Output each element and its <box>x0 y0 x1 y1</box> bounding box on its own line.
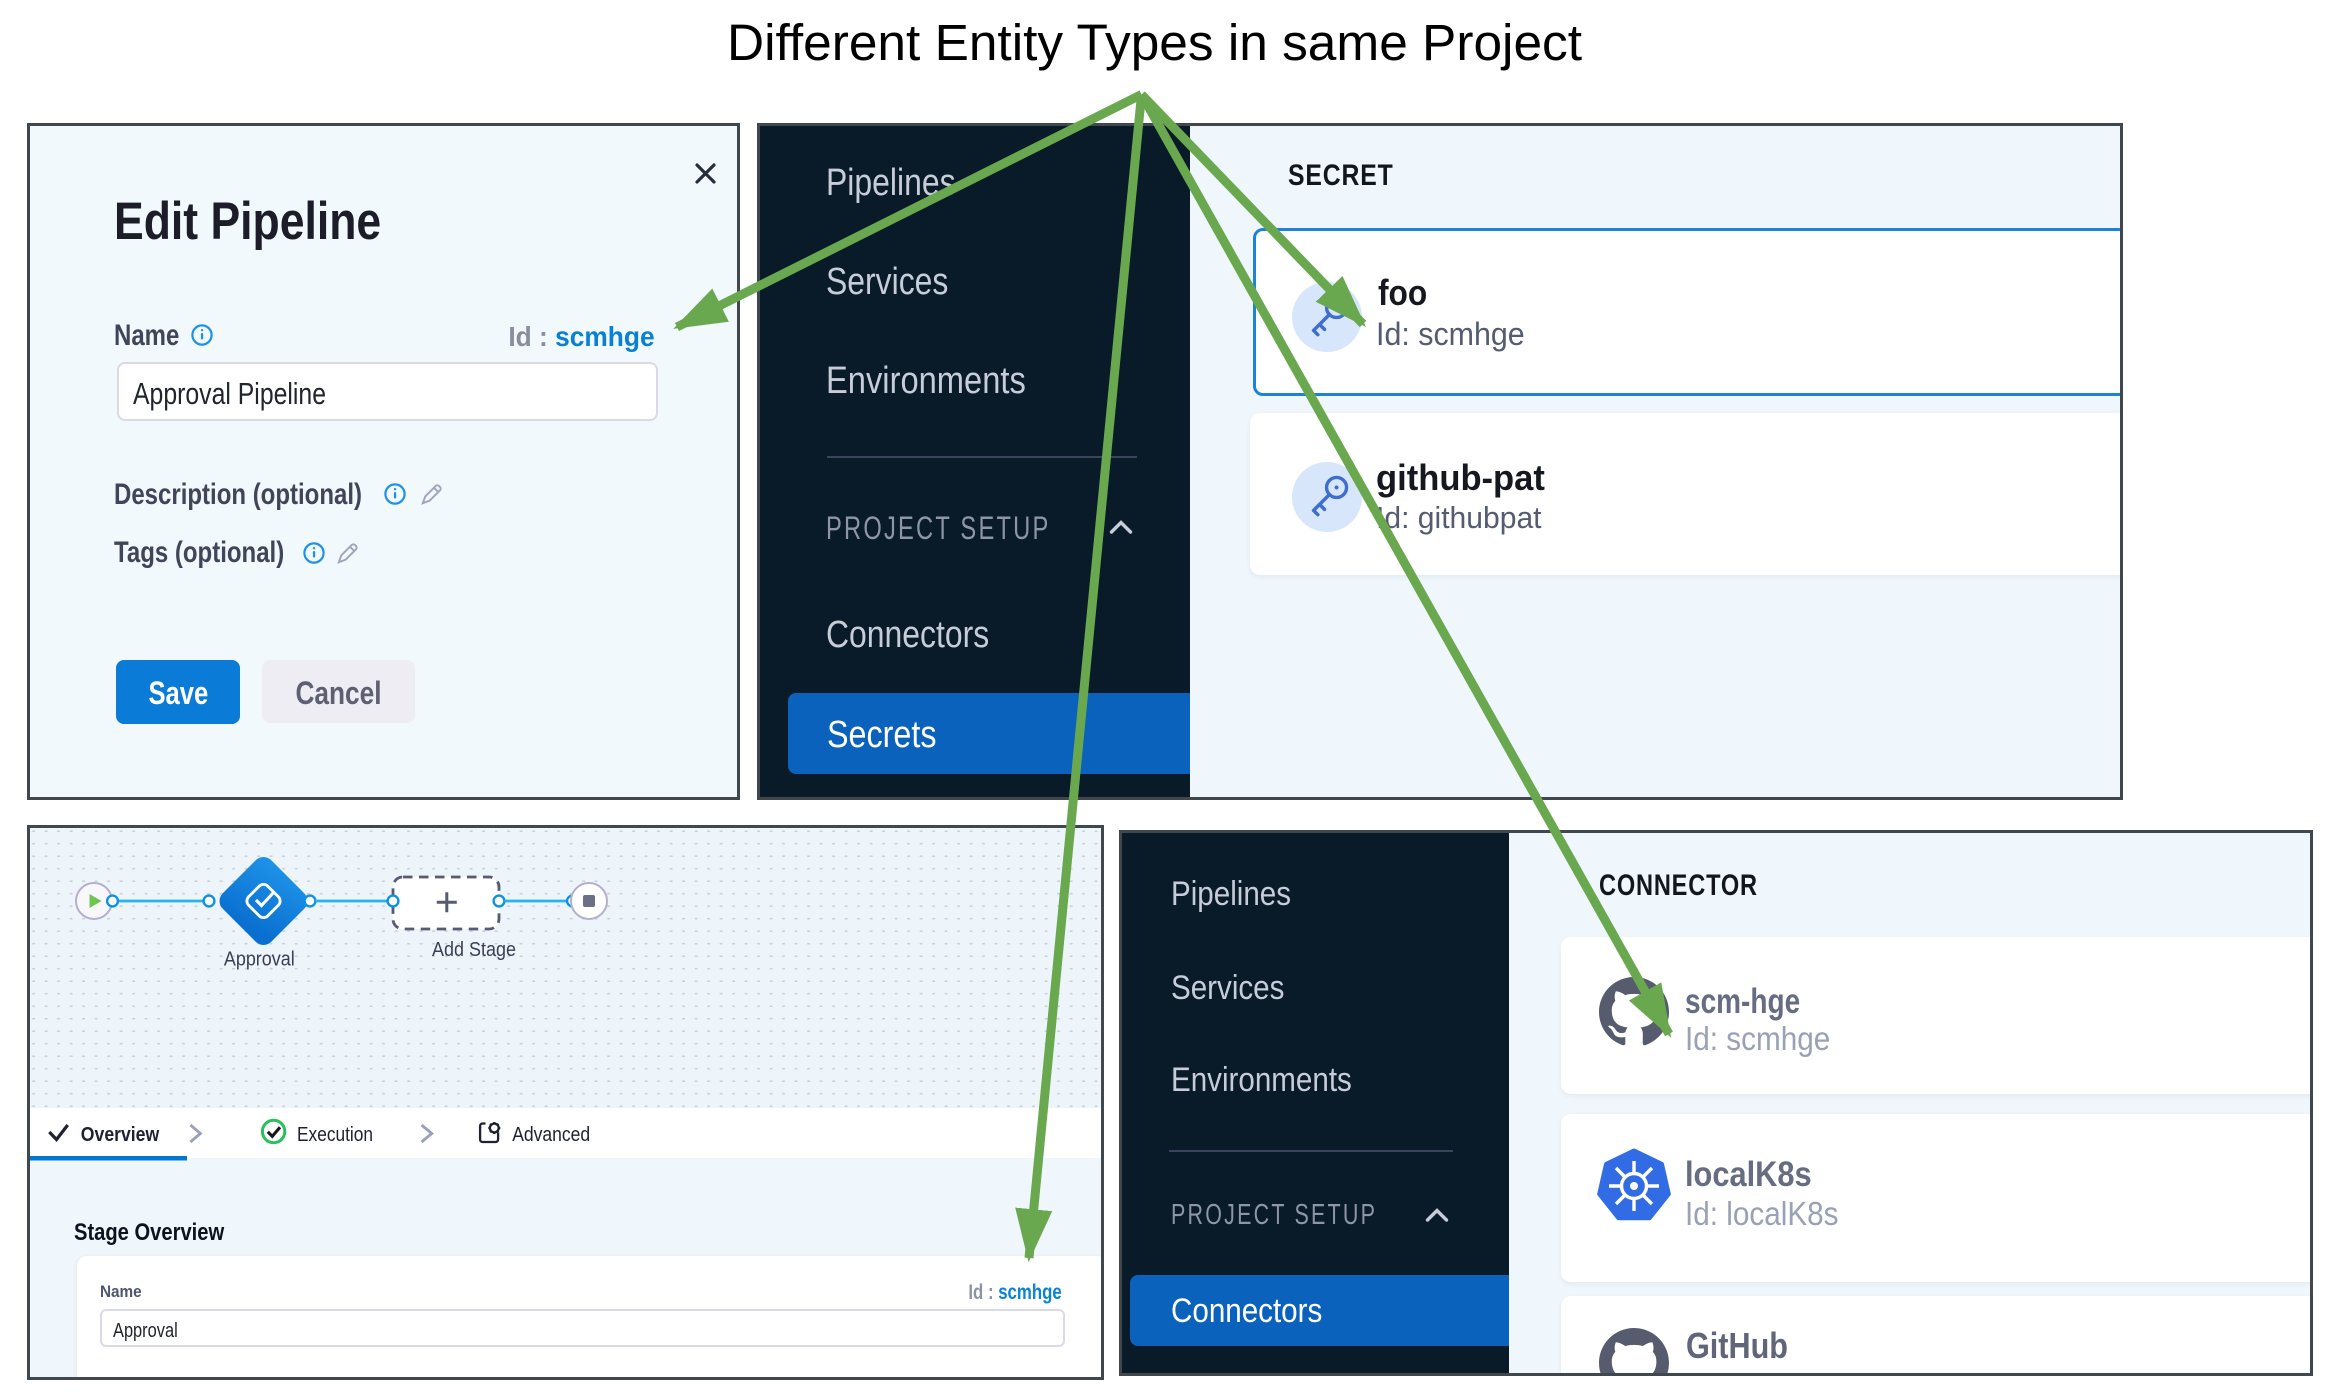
svg-text:Overview: Overview <box>81 1123 159 1146</box>
svg-text:Add Stage: Add Stage <box>432 939 516 961</box>
svg-text:Execution: Execution <box>297 1123 373 1146</box>
svg-text:Approval: Approval <box>224 949 295 971</box>
svg-text:Advanced: Advanced <box>512 1123 590 1146</box>
